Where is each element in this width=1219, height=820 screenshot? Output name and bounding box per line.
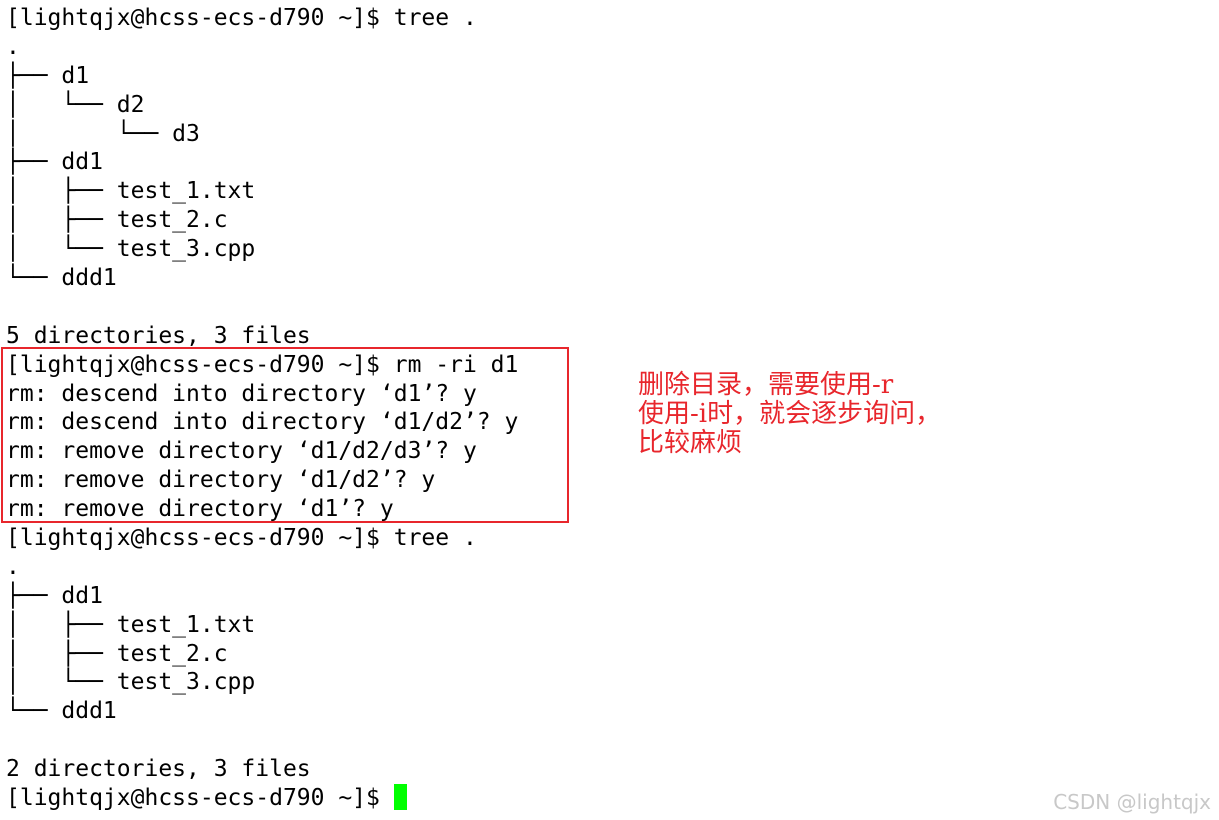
terminal-line: ├── dd1 xyxy=(6,582,103,609)
terminal-line: rm: remove directory ‘d1/d2/d3’? y xyxy=(6,438,477,465)
terminal-cursor[interactable] xyxy=(393,784,407,811)
terminal-line: │ ├── test_2.c xyxy=(6,207,228,234)
prompt-line[interactable]: [lightqjx@hcss-ecs-d790 ~]$ xyxy=(6,784,1206,813)
terminal-line: │ ├── test_1.txt xyxy=(6,611,256,638)
terminal-line: │ └── test_3.cpp xyxy=(6,669,256,696)
annotation-note: 删除目录，需要使用-r 使用-i时，就会逐步询问， 比较麻烦 xyxy=(638,370,942,458)
terminal-line: [lightqjx@hcss-ecs-d790 ~]$ rm -ri d1 xyxy=(6,351,519,378)
terminal-line: │ ├── test_2.c xyxy=(6,640,228,667)
terminal-output[interactable]: [lightqjx@hcss-ecs-d790 ~]$ tree ..├── d… xyxy=(6,4,1206,813)
terminal-line: ├── dd1 xyxy=(6,149,103,176)
terminal-line: │ └── d2 xyxy=(6,91,145,118)
terminal-line: rm: remove directory ‘d1’? y xyxy=(6,496,394,523)
terminal-line: 5 directories, 3 files xyxy=(6,322,311,349)
terminal-line xyxy=(6,726,1206,755)
terminal-line: rm: descend into directory ‘d1/d2’? y xyxy=(6,409,519,436)
terminal-line: . xyxy=(6,553,20,580)
terminal-line: │ └── test_3.cpp xyxy=(6,236,256,263)
terminal-line: . xyxy=(6,33,20,60)
terminal-line: [lightqjx@hcss-ecs-d790 ~]$ tree . xyxy=(6,5,477,31)
highlight-box xyxy=(1,347,569,523)
terminal-line xyxy=(6,293,1206,322)
terminal-line: 2 directories, 3 files xyxy=(6,756,311,783)
terminal-line: [lightqjx@hcss-ecs-d790 ~]$ tree . xyxy=(6,525,477,552)
terminal-line: │ └── d3 xyxy=(6,120,200,147)
prompt-text: [lightqjx@hcss-ecs-d790 ~]$ xyxy=(6,785,394,812)
watermark: CSDN @lightqjx xyxy=(1053,790,1211,814)
terminal-line: └── ddd1 xyxy=(6,265,117,292)
terminal-line: ├── d1 xyxy=(6,62,90,89)
terminal-line: └── ddd1 xyxy=(6,698,117,725)
terminal-line: │ ├── test_1.txt xyxy=(6,178,256,205)
terminal-line: rm: remove directory ‘d1/d2’? y xyxy=(6,467,436,494)
terminal-line: rm: descend into directory ‘d1’? y xyxy=(6,380,477,407)
